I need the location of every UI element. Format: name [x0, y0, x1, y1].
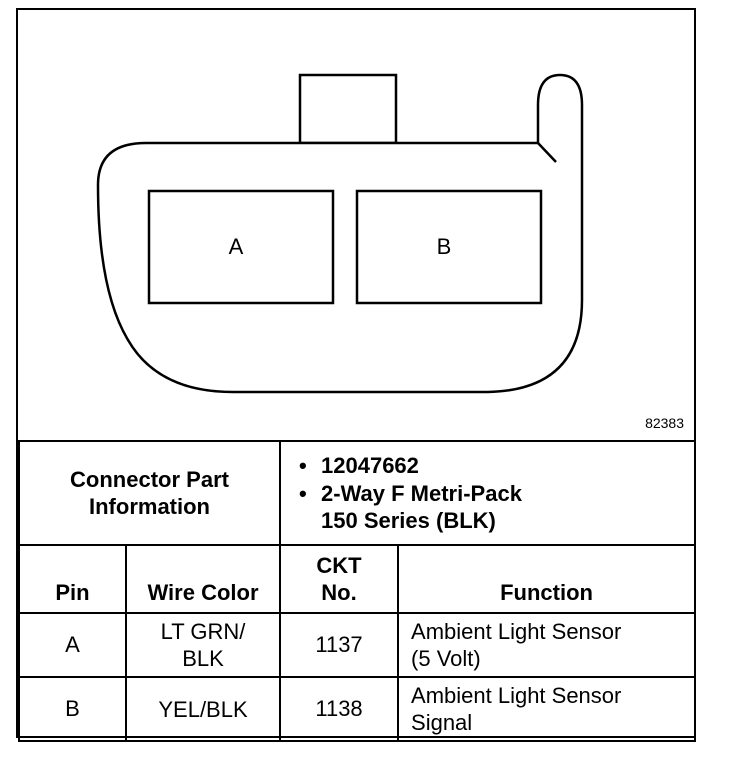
header-ckt-line2: No. [321, 580, 357, 605]
table-header-row: Pin Wire Color CKT No. Function [18, 544, 697, 614]
pin-label-a: A [228, 234, 244, 259]
connector-info-label: Connector Part Information [17, 440, 282, 546]
connector-body [96, 73, 584, 394]
wire-color-line2: BLK [182, 646, 224, 671]
header-function: Function [397, 544, 697, 614]
figure-number: 82383 [645, 415, 684, 431]
table-row: B YEL/BLK 1138 Ambient Light Sensor Sign… [18, 676, 697, 742]
info-label-line2: Information [89, 494, 210, 519]
cavity-a [147, 189, 335, 305]
part-number: 12047662 [321, 453, 419, 478]
row-pin: A [18, 612, 127, 678]
row-function: Ambient Light Sensor (5 Volt) [397, 612, 697, 678]
connector-table: Connector Part Information • 12047662 • … [17, 440, 697, 742]
header-wire-color: Wire Color [124, 544, 282, 614]
header-ckt-line1: CKT [316, 553, 362, 578]
row-function: Ambient Light Sensor Signal [397, 676, 697, 742]
part-desc-line1: 2-Way F Metri-Pack [321, 481, 522, 506]
row-wire-color: LT GRN/ BLK [124, 612, 282, 678]
wire-color-line1: LT GRN/ [160, 619, 246, 644]
function-line2: Signal [411, 710, 473, 735]
connector-info-values: • 12047662 • 2-Way F Metri-Pack 150 Seri… [279, 440, 697, 546]
connector-drawing [96, 73, 584, 394]
header-ckt-no: CKT No. [279, 544, 400, 614]
row-wire-color: YEL/BLK [124, 676, 282, 742]
connector-info-row: Connector Part Information • 12047662 • … [17, 440, 697, 546]
wire-color-line1: YEL/BLK [158, 696, 248, 722]
part-number-item: • 12047662 [299, 452, 694, 480]
table-row: A LT GRN/ BLK 1137 Ambient Light Sensor … [18, 612, 697, 678]
function-line1: Ambient Light Sensor [411, 683, 622, 708]
body-notch [537, 142, 557, 163]
bullet-icon: • [299, 481, 307, 506]
pin-label-b: B [436, 234, 452, 259]
row-pin: B [18, 676, 127, 742]
row-ckt: 1137 [279, 612, 400, 678]
part-desc-line2: 150 Series (BLK) [321, 508, 496, 533]
header-pin: Pin [18, 544, 127, 614]
part-description-item: • 2-Way F Metri-Pack 150 Series (BLK) [299, 480, 694, 534]
function-line1: Ambient Light Sensor [411, 619, 622, 644]
connector-diagram: A B 82383 [18, 10, 694, 440]
bullet-icon: • [299, 453, 307, 478]
info-label-line1: Connector Part [70, 467, 229, 492]
latch-tab [298, 73, 398, 145]
function-line2: (5 Volt) [411, 646, 481, 671]
cavity-b [355, 189, 543, 305]
connector-frame: A B 82383 Connector Part Information • 1… [16, 8, 697, 742]
row-ckt: 1138 [279, 676, 400, 742]
